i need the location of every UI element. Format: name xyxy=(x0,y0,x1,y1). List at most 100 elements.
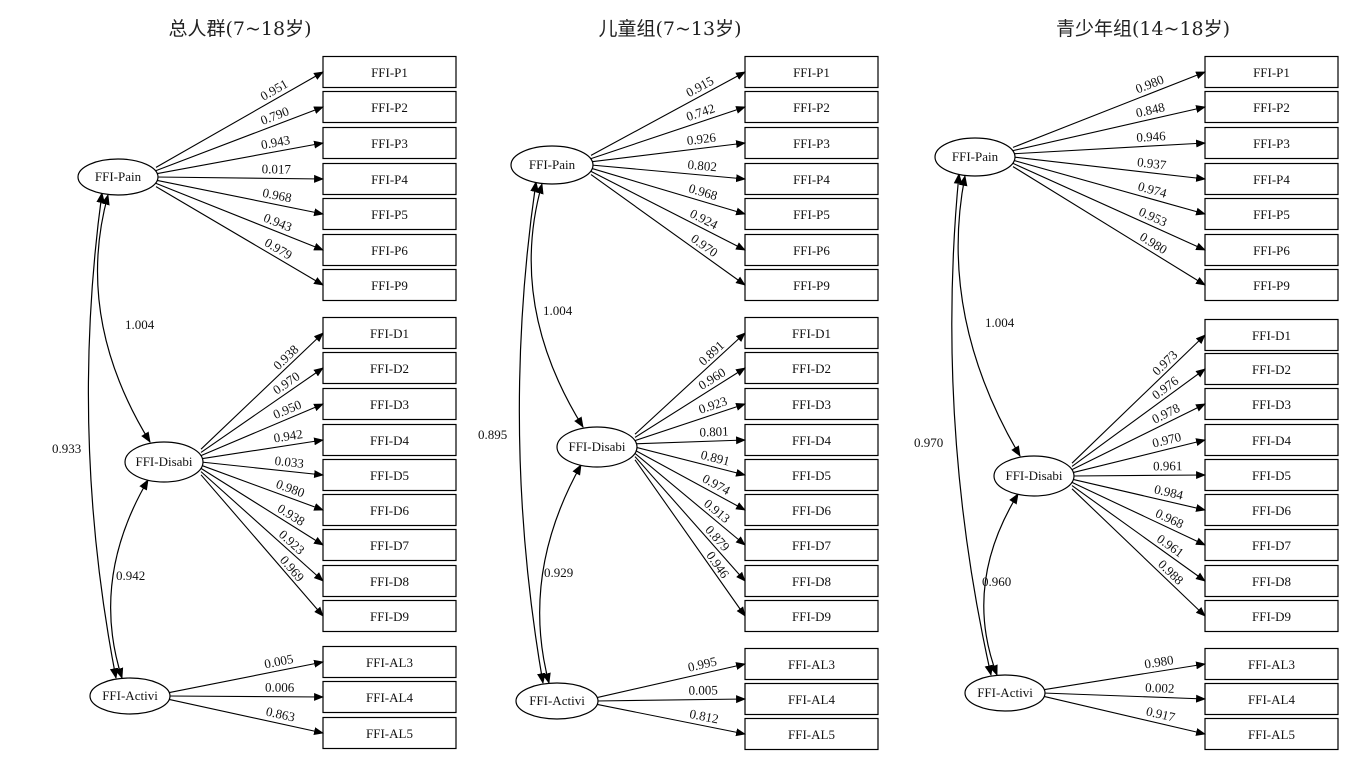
indicator-box xyxy=(322,316,457,350)
indicator-pain-2-7: FFI-P9 xyxy=(1204,268,1339,302)
indicator-disabi-2-5: FFI-D5 xyxy=(1204,458,1339,492)
indicator-box xyxy=(322,126,457,160)
loading-path-disabi-2-1 xyxy=(1071,334,1206,464)
indicator-box xyxy=(744,316,879,350)
indicator-box xyxy=(322,268,457,302)
indicator-label: FFI-P4 xyxy=(371,172,408,187)
indicator-box xyxy=(1204,268,1339,302)
cov-pain-activi-2 xyxy=(951,172,994,677)
indicator-box xyxy=(1204,126,1339,160)
indicator-activi-0-3: FFI-AL5 xyxy=(322,716,457,750)
cov-pain-activi-2-label: 0.970 xyxy=(914,435,943,450)
cov-pain-disabi-0-label: 1.004 xyxy=(125,317,155,332)
indicator-activi-1-2: FFI-AL4 xyxy=(744,682,879,716)
loading-path-activi-1-1 xyxy=(595,662,746,699)
loading-path-disabi-1-7 xyxy=(634,452,746,546)
indicator-box xyxy=(322,528,457,562)
indicator-disabi-0-6: FFI-D6 xyxy=(322,493,457,527)
indicator-box xyxy=(744,90,879,124)
loading-value-pain-0-3: 0.943 xyxy=(260,132,291,152)
loading-path-disabi-1-3 xyxy=(634,403,746,442)
loading-path-activi-0-2 xyxy=(167,692,324,701)
indicator-label: FFI-AL3 xyxy=(788,657,835,672)
latent-pain-1: FFI-Pain xyxy=(510,145,594,185)
loading-path-disabi-0-7 xyxy=(200,467,324,546)
indicator-label: FFI-AL3 xyxy=(366,655,413,670)
loading-path-pain-2-5 xyxy=(1012,159,1206,216)
cov-pain-activi-1 xyxy=(518,180,546,685)
loading-path-pain-1-4 xyxy=(590,164,746,183)
latent-ellipse xyxy=(515,682,599,720)
indicator-disabi-1-2: FFI-D2 xyxy=(744,351,879,385)
cov-pain-disabi-2-label: 1.004 xyxy=(985,315,1015,330)
loading-value-pain-1-6: 0.924 xyxy=(687,206,720,233)
indicator-disabi-2-1: FFI-D1 xyxy=(1204,318,1339,352)
loading-value-pain-1-2: 0.742 xyxy=(684,100,716,124)
panel-title-children: 儿童组(7~13岁) xyxy=(598,18,742,40)
latent-label: FFI-Pain xyxy=(529,157,576,172)
indicator-activi-2-2: FFI-AL4 xyxy=(1204,682,1339,716)
indicator-box xyxy=(322,564,457,598)
loading-path-pain-2-2 xyxy=(1012,105,1206,152)
loading-path-activi-2-2 xyxy=(1042,692,1206,703)
latent-label: FFI-Disabi xyxy=(1005,468,1062,483)
indicator-disabi-2-7: FFI-D7 xyxy=(1204,528,1339,562)
latent-label: FFI-Disabi xyxy=(568,439,625,454)
indicator-label: FFI-D4 xyxy=(1252,433,1292,448)
indicator-label: FFI-P5 xyxy=(1253,207,1290,222)
indicator-disabi-1-1: FFI-D1 xyxy=(744,316,879,350)
indicator-label: FFI-P2 xyxy=(793,100,830,115)
loading-value-pain-2-2: 0.848 xyxy=(1134,99,1166,120)
indicator-label: FFI-P4 xyxy=(1253,172,1290,187)
latent-activi-2: FFI-Activi xyxy=(964,674,1046,712)
latent-ellipse xyxy=(993,455,1075,497)
loading-path-disabi-2-7 xyxy=(1071,481,1206,546)
indicator-label: FFI-D2 xyxy=(1252,362,1291,377)
indicator-pain-2-4: FFI-P4 xyxy=(1204,162,1339,196)
indicator-activi-2-1: FFI-AL3 xyxy=(1204,647,1339,681)
indicator-disabi-0-2: FFI-D2 xyxy=(322,351,457,385)
latent-label: FFI-Disabi xyxy=(135,454,192,469)
indicator-label: FFI-P3 xyxy=(371,136,408,151)
loading-value-pain-1-3: 0.926 xyxy=(686,130,717,148)
indicator-label: FFI-D8 xyxy=(1252,574,1291,589)
indicator-pain-2-1: FFI-P1 xyxy=(1204,55,1339,89)
indicator-pain-0-3: FFI-P3 xyxy=(322,126,457,160)
latent-activi-1: FFI-Activi xyxy=(515,682,599,720)
indicator-label: FFI-P1 xyxy=(371,65,408,80)
indicator-box xyxy=(1204,423,1339,457)
indicator-label: FFI-P9 xyxy=(793,278,830,293)
indicator-label: FFI-D6 xyxy=(792,503,832,518)
latent-ellipse xyxy=(89,677,171,715)
indicator-pain-1-2: FFI-P2 xyxy=(744,90,879,124)
indicator-box xyxy=(1204,352,1339,386)
loading-value-activi-1-1: 0.995 xyxy=(686,654,718,675)
loading-path-disabi-0-4 xyxy=(200,437,324,460)
loading-path-pain-0-1 xyxy=(155,71,324,168)
loading-value-pain-2-1: 0.980 xyxy=(1133,72,1166,97)
latent-ellipse xyxy=(77,158,159,196)
latent-label: FFI-Activi xyxy=(102,688,158,703)
indicator-box xyxy=(1204,318,1339,352)
indicator-disabi-0-5: FFI-D5 xyxy=(322,458,457,492)
indicator-disabi-0-1: FFI-D1 xyxy=(322,316,457,350)
indicator-label: FFI-D7 xyxy=(792,538,832,553)
loading-value-disabi-1-3: 0.923 xyxy=(697,393,729,416)
indicator-disabi-1-5: FFI-D5 xyxy=(744,458,879,492)
indicator-box xyxy=(1204,90,1339,124)
indicator-label: FFI-AL4 xyxy=(788,692,835,707)
loading-path-pain-1-5 xyxy=(590,167,746,216)
indicator-pain-2-2: FFI-P2 xyxy=(1204,90,1339,124)
loading-path-disabi-1-4 xyxy=(634,436,746,445)
cov-pain-activi-1-label: 0.895 xyxy=(478,427,507,442)
loading-path-activi-1-3 xyxy=(595,703,746,737)
loading-path-pain-2-7 xyxy=(1012,166,1206,286)
loading-path-disabi-2-9 xyxy=(1071,488,1206,617)
indicator-pain-0-1: FFI-P1 xyxy=(322,55,457,89)
indicator-disabi-0-7: FFI-D7 xyxy=(322,528,457,562)
indicator-label: FFI-P9 xyxy=(1253,278,1290,293)
loading-value-disabi-2-4: 0.970 xyxy=(1151,429,1183,451)
indicator-box xyxy=(322,162,457,196)
indicator-box xyxy=(744,162,879,196)
